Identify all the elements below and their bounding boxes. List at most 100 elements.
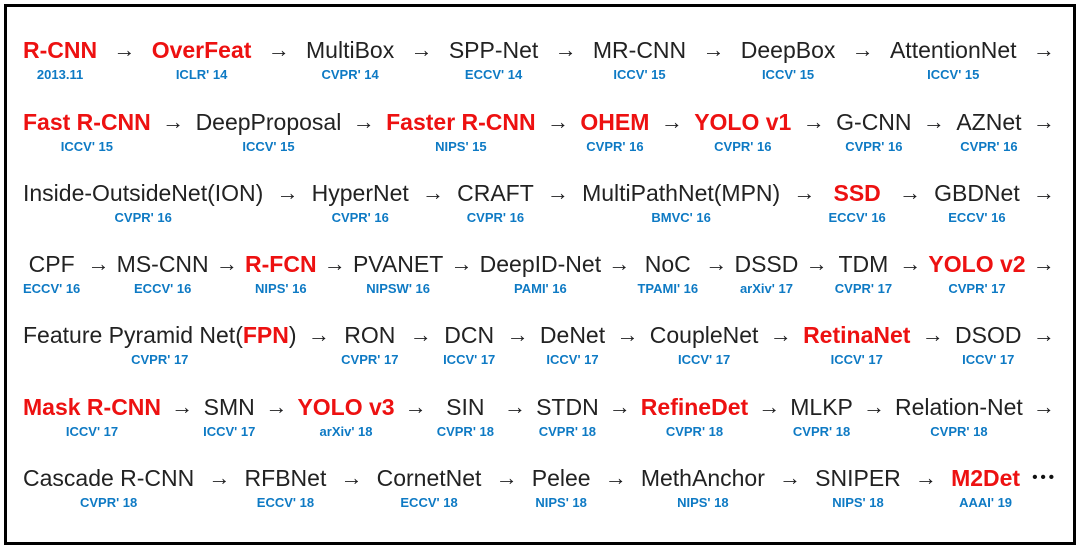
arrow-icon: → [547,108,570,134]
arrow-icon: → [702,37,725,63]
model-name: Inside-OutsideNet(ION) [23,178,263,208]
model-name-highlight: Fast R-CNN [23,108,151,135]
arrow-icon: → [504,393,527,419]
model-name-text: RFBNet [244,464,327,491]
model-name-text: TDM [838,251,889,277]
model-name: MultiPathNet(MPN) [582,178,780,208]
arrow-icon: → [410,37,433,63]
model-name: CPF [29,249,75,279]
arrow-icon: → [608,393,631,419]
model-name: AttentionNet [890,35,1017,65]
model-name-highlight: R-CNN [23,37,98,64]
model-name: PVANET [353,249,443,279]
model-name: SMN [204,392,255,422]
arrow-icon: → [914,464,937,490]
model-name-text: SNIPER [815,464,901,491]
model-name-text: DSSD [734,251,799,277]
venue-label: NIPS' 15 [435,138,487,154]
arrow-icon: → [805,251,828,276]
model-name-highlight: M2Det [951,464,1021,491]
venue-label: ICCV' 15 [927,67,980,83]
model-name-text: DCN [444,322,495,349]
venue-label: CVPR' 16 [331,209,389,225]
model-name-text: DeepBox [740,37,836,64]
model-name: R-FCN [245,249,317,279]
model-name: HyperNet [312,178,409,208]
model-name: RFBNet [245,463,327,493]
venue-label: ECCV' 16 [828,209,886,225]
model-name: DeepBox [741,35,836,65]
venue-label: CVPR' 17 [834,281,893,296]
model-name: RON [344,320,395,350]
arrow-icon: → [758,393,781,419]
model-name: SIN [446,392,484,422]
venue-label: 2013.11 [36,67,84,83]
arrow-icon: → [1032,322,1055,348]
venue-label: ECCV' 16 [948,209,1006,225]
venue-label: CVPR' 16 [960,138,1018,154]
venue-label: ICCV' 17 [830,352,883,368]
arrow-icon: → [450,251,473,276]
model-name-text: CPF [28,251,75,277]
venue-label: ECCV' 16 [23,281,81,296]
model-name-text: CoupleNet [649,322,759,349]
model-name-highlight: YOLO v1 [694,108,792,135]
arrow-icon: → [899,251,922,276]
model-node: TDM CVPR' 17 [835,249,892,296]
arrow-icon: → [352,108,375,134]
model-node: YOLO v1 CVPR' 16 [694,107,791,154]
arrow-icon: → [705,251,728,276]
model-name-text: SPP-Net [448,37,539,64]
model-name: GBDNet [934,178,1020,208]
arrow-icon: → [171,393,194,419]
model-name: DSOD [955,320,1021,350]
arrow-icon: → [1032,251,1055,276]
arrow-icon: → [802,108,825,134]
venue-label: ICCV' 17 [962,352,1015,368]
model-name: SSD [833,178,880,208]
model-name-highlight: FPN [242,322,289,349]
venue-label: CVPR' 16 [714,138,772,154]
model-name-text: MultiBox [306,37,395,64]
venue-label: NIPS' 18 [677,494,729,510]
model-name-text: AZNet [956,108,1022,135]
model-name: DCN [444,320,494,350]
arrow-icon: → [323,251,346,276]
model-node: Inside-OutsideNet(ION)CVPR' 16 [23,178,263,225]
model-name: R-CNN [23,35,97,65]
model-name: CornetNet [377,463,482,493]
model-name-text: Relation-Net [894,393,1023,420]
model-name-text: MS-CNN [116,251,209,277]
model-name: AZNet [956,107,1021,137]
model-name: DeepProposal [196,107,342,137]
arrow-icon: → [922,108,945,134]
venue-label: ICCV' 17 [546,352,599,368]
venue-label: CVPR' 14 [321,67,379,83]
venue-label: CVPR' 18 [538,423,597,439]
arrow-icon: → [1032,393,1055,419]
model-name: Relation-Net [895,392,1023,422]
arrow-icon: → [779,464,801,490]
model-node: Feature Pyramid Net(FPN)CVPR' 17 [23,320,297,367]
model-name: Feature Pyramid Net(FPN) [23,320,297,350]
venue-label: ICCV' 17 [677,352,731,368]
model-name-text: Feature Pyramid Net( [23,322,243,349]
model-name: DeNet [540,320,605,350]
arrow-icon: → [851,37,874,63]
